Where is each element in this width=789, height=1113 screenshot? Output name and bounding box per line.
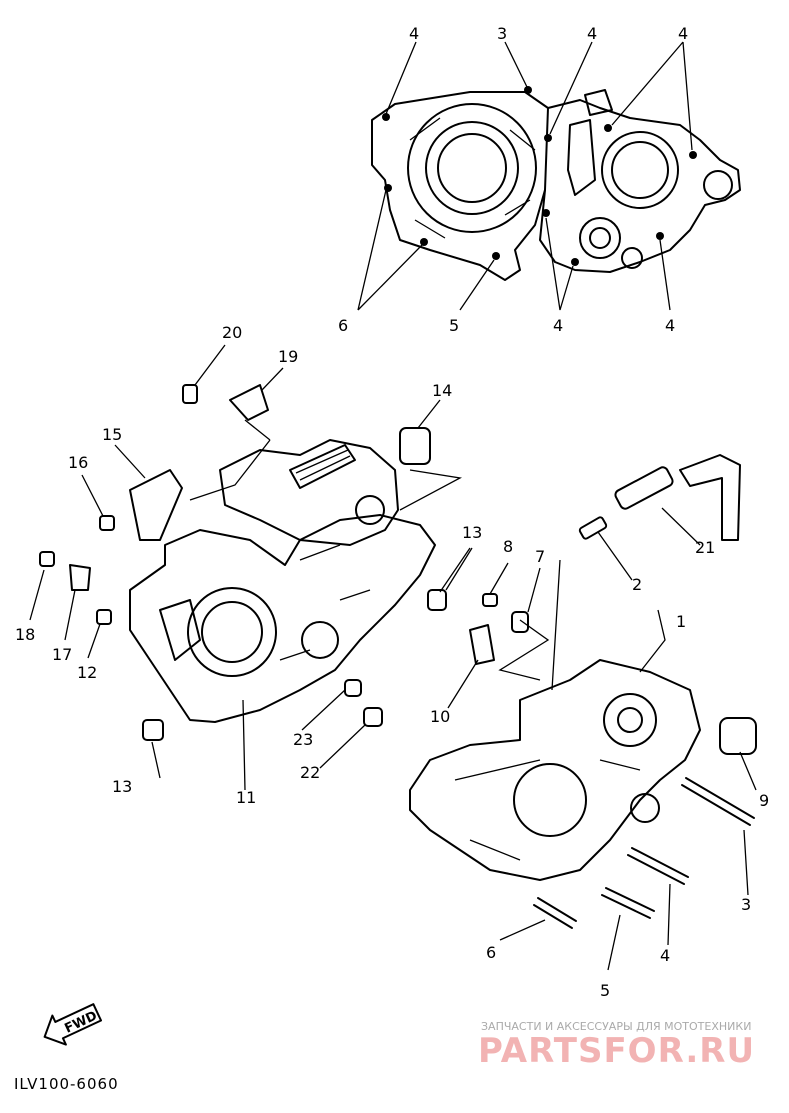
bracket-10 [469,624,495,665]
plug-22 [363,707,383,727]
crankcase-inner-view [357,41,741,311]
callout-4: 4 [553,316,563,335]
crankcase-left-half [29,344,471,791]
bolt-18 [39,551,55,567]
callout-21: 21 [695,538,715,557]
bolt-3 [681,777,755,826]
callout-16: 16 [68,453,88,472]
fwd-arrow-icon: FWD [43,1003,102,1046]
callout-14: 14 [432,381,452,400]
callout-3: 3 [497,24,507,43]
callout-5: 5 [600,981,610,1000]
callout-4: 4 [409,24,419,43]
callout-8: 8 [503,537,513,556]
bolt-12 [96,609,112,625]
clip-7 [511,611,529,633]
plate-19 [229,384,269,421]
watermark-brand: PARTSFOR.RU [478,1031,755,1071]
callout-7: 7 [535,547,545,566]
callout-3: 3 [741,895,751,914]
callout-4: 4 [587,24,597,43]
callout-4: 4 [665,316,675,335]
watermark: ЗАПЧАСТИ И АКСЕССУАРЫ ДЛЯ МОТОТЕХНИКИ PA… [478,1020,755,1071]
nipple-2 [578,516,608,540]
callout-20: 20 [222,323,242,342]
callout-5: 5 [449,316,459,335]
bolt-6 [533,897,577,929]
callout-17: 17 [52,645,72,664]
callout-18: 18 [15,625,35,644]
callout-1: 1 [676,612,686,631]
bolt-5 [601,887,655,919]
callout-6: 6 [486,943,496,962]
callout-12: 12 [77,663,97,682]
diagram-code: ILV100-6060 [14,1075,119,1093]
seal-9 [719,717,757,755]
callout-19: 19 [278,347,298,366]
pipe-21 [614,466,674,510]
gasket-15 [129,469,183,541]
callout-6: 6 [338,316,348,335]
callout-labels: 4 3 4 4 6 5 4 4 20 19 14 15 16 18 17 12 … [15,24,769,1000]
callout-13: 13 [462,523,482,542]
callout-22: 22 [300,763,320,782]
callout-10: 10 [430,707,450,726]
crankcase-right-half [409,454,757,971]
callout-13: 13 [112,777,132,796]
callout-4: 4 [660,946,670,965]
bolt-8 [482,593,498,607]
fwd-label: FWD [62,1009,99,1037]
dowel-13b [142,719,164,741]
callout-23: 23 [293,730,313,749]
hose-21 [679,454,741,541]
watermark-caption: ЗАПЧАСТИ И АКСЕССУАРЫ ДЛЯ МОТОТЕХНИКИ [481,1020,751,1033]
bolt-16 [99,515,115,531]
callout-11: 11 [236,788,256,807]
cap-23 [344,679,362,697]
callout-9: 9 [759,791,769,810]
callout-2: 2 [632,575,642,594]
callout-4: 4 [678,24,688,43]
dowel-13a [427,589,447,611]
bolt-4 [627,847,689,885]
bearing-14 [399,427,431,465]
bolt-20 [182,384,198,404]
clip-17 [69,564,91,591]
callout-15: 15 [102,425,122,444]
